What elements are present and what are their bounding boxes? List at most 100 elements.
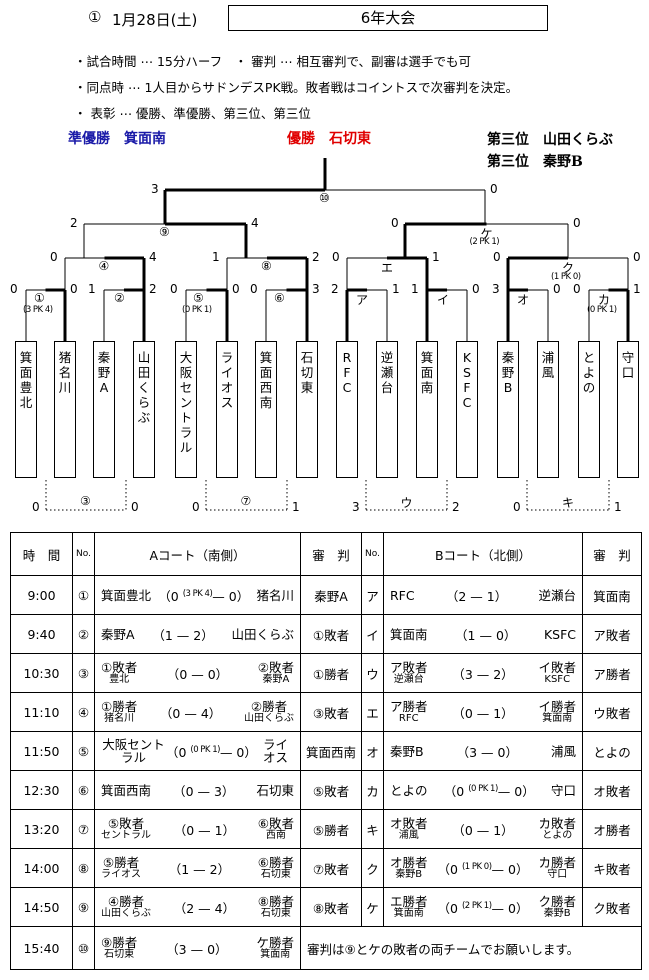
score-right: 0 <box>495 627 504 643</box>
court-a-match: 大阪セントラル（0 (0 PK 1)— 0）ライオス <box>94 731 301 771</box>
round3-match-mark: ケ <box>480 227 493 241</box>
team-name-char: 阪 <box>179 365 193 380</box>
team-name-char: 川 <box>58 380 72 395</box>
team-name-char: C <box>342 380 352 395</box>
match-content: エ勝者箕面南（0 (2 PK 1)— 0）ク勝者秦野B <box>384 888 582 926</box>
left-team-name: 箕面豊北 <box>101 587 152 603</box>
third-place-a-result: 第三位 山田くらぶ <box>487 132 613 148</box>
round1-pk-note: (0 PK 1) <box>182 305 212 315</box>
court-b-match: とよの（0 (0 PK 1)— 0）守口 <box>383 770 583 810</box>
team-name-char: の <box>582 380 596 395</box>
team-name-char: 面 <box>420 365 434 380</box>
score-left: 1 <box>181 861 190 877</box>
match-score: （0 (1 PK 0)— 0） <box>437 861 529 877</box>
left-team: エ勝者箕面南 <box>390 895 428 919</box>
pk-note: (2 PK 1) <box>461 900 492 911</box>
match-score: （0 (3 PK 4)— 0） <box>158 588 250 604</box>
bracket-lines <box>25 189 629 341</box>
round1-score-right: 3 <box>312 282 320 296</box>
right-team-sub: 箕面南 <box>542 713 573 724</box>
round3-score-right: 4 <box>251 216 259 230</box>
score-left: 0 <box>450 861 458 877</box>
team-box-11: 箕面南 <box>416 341 438 478</box>
left-team-sub: RFC <box>398 713 419 724</box>
team-name-char: 守 <box>621 350 635 365</box>
court-a-match: ④勝者山田くらぶ（2 — 4）⑧勝者石切東 <box>94 887 301 927</box>
left-team-name: 大阪セントラル <box>102 737 165 765</box>
team-name-char: よ <box>582 365 596 380</box>
match-no-b: ア <box>361 575 384 615</box>
ref-b: 箕面南 <box>582 575 642 615</box>
right-team-sub: KSFC <box>544 674 571 685</box>
consolation-score-left: 0 <box>32 500 40 514</box>
team-name-char: 切 <box>300 365 314 380</box>
right-team-name: 逆瀬台 <box>538 587 576 603</box>
team-name-char: 秦 <box>97 350 111 365</box>
court-a-match: ⑤勝者ライオス（1 — 2）⑥勝者石切東 <box>94 848 301 888</box>
left-team-name: 秦野B <box>390 743 424 759</box>
team-name-char: 東 <box>300 380 314 395</box>
round2-score-left: 0 <box>332 250 340 264</box>
left-team: ④勝者山田くらぶ <box>101 895 151 919</box>
score-right: 0 <box>228 588 237 604</box>
match-no-b: ク <box>361 848 384 888</box>
ref-a: ⑦敗者 <box>300 848 362 888</box>
round2-match-mark: ク <box>562 261 575 275</box>
court-a-match: 箕面豊北（0 (3 PK 4)— 0）猪名川 <box>94 575 301 615</box>
left-team-name: ④勝者 <box>107 894 145 909</box>
team-name-char: 風 <box>541 365 555 380</box>
score-right: 0 <box>514 783 523 799</box>
left-team: 箕面南 <box>390 628 428 641</box>
match-score: （0 (0 PK 1)— 0） <box>443 783 535 799</box>
match-content: 大阪セントラル（0 (0 PK 1)— 0）ライオス <box>95 732 300 770</box>
consolation-lines <box>45 480 610 511</box>
court-b-match: RFC（2 — 1）逆瀬台 <box>383 575 583 615</box>
final-match-mark: ⑩ <box>319 191 330 205</box>
team-name-char: く <box>137 380 151 395</box>
left-team-sub: 浦風 <box>398 830 419 841</box>
round1-score-right: 1 <box>392 282 400 296</box>
right-team-name: 山田くらぶ <box>231 626 294 642</box>
right-team-sub: 秦野B <box>543 908 571 919</box>
rule-awards: ・ 表彰 ⋯ 優勝、準優勝、第三位、第三位 <box>74 106 311 121</box>
ref-b: ク敗者 <box>582 887 642 927</box>
round1-score-right: 0 <box>472 282 480 296</box>
left-team-name: ⑤勝者 <box>102 855 140 870</box>
team-box-1: 箕面豊北 <box>15 341 37 478</box>
match-no-b: ケ <box>361 887 384 927</box>
left-team-name: オ勝者 <box>390 855 428 870</box>
team-name-char: 浦 <box>541 350 555 365</box>
score-right: 4 <box>200 705 209 721</box>
ref-a: 秦野A <box>300 575 362 615</box>
score-left: 0 <box>186 822 195 838</box>
left-team-name: 箕面南 <box>390 626 428 642</box>
header-no-a: No. <box>72 532 95 576</box>
score-right: 1 <box>486 588 495 604</box>
right-team: 石切東 <box>256 784 294 797</box>
team-box-2: 猪名川 <box>54 341 76 478</box>
round2-match-mark: エ <box>381 261 394 275</box>
round2-pk-note: (1 PK 0) <box>551 272 581 282</box>
team-name-char: イ <box>220 365 234 380</box>
round3-score-left: 0 <box>391 216 399 230</box>
left-team-name: ①敗者 <box>101 660 138 675</box>
left-team: ⑤敗者セントラル <box>101 817 151 841</box>
match-no-b: イ <box>361 614 384 654</box>
score-right: 0 <box>207 666 216 682</box>
round1-match-mark: ① <box>34 291 45 305</box>
round1-match-mark: オ <box>517 293 530 307</box>
team-box-16: 守口 <box>617 341 639 478</box>
header-time: 時 間 <box>10 532 73 576</box>
team-name-char: 北 <box>19 395 33 410</box>
match-content: ⑨勝者石切東（3 — 0）ケ勝者箕面南 <box>95 927 300 969</box>
ref-a: ③敗者 <box>300 692 362 732</box>
match-no-a: ⑨ <box>72 887 95 927</box>
match-score: （0 — 3） <box>173 783 235 799</box>
team-name-char: 逆 <box>380 350 394 365</box>
left-team: ①敗者豊北 <box>101 661 137 685</box>
left-team: RFC <box>390 589 415 602</box>
team-name-char: S <box>463 365 471 380</box>
